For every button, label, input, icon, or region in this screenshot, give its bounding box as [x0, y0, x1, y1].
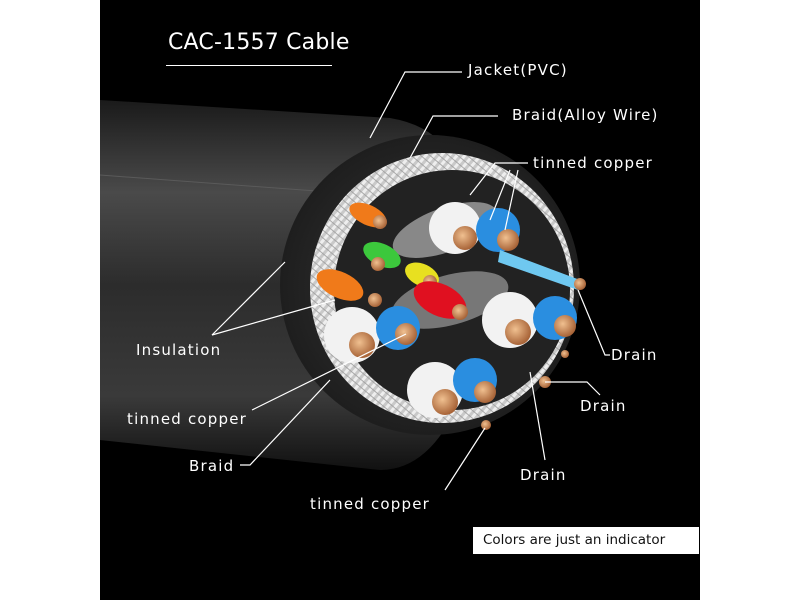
red-conductor — [413, 281, 468, 320]
orange-conductor — [349, 202, 387, 229]
label-insulation: Insulation — [136, 341, 222, 359]
label-braid: Braid — [189, 457, 235, 475]
title-underline — [166, 65, 332, 66]
colors-indicator-note: Colors are just an indicator — [473, 527, 699, 554]
label-braid-alloy-wire: Braid(Alloy Wire) — [512, 106, 659, 124]
label-tinned-copper-left: tinned copper — [127, 410, 248, 428]
cable-cross-section-illustration — [100, 71, 610, 491]
label-tinned-copper-bottom: tinned copper — [310, 495, 431, 513]
green-conductor — [363, 241, 401, 271]
label-drain-right: Drain — [611, 346, 658, 364]
label-drain-middle: Drain — [580, 397, 627, 415]
label-jacket: Jacket(PVC) — [468, 61, 568, 79]
pair-bottom — [407, 358, 497, 430]
label-drain-bottom: Drain — [520, 466, 567, 484]
orange-conductor-lower — [316, 269, 382, 307]
pair-left-middle — [324, 306, 420, 363]
label-tinned-copper-top: tinned copper — [533, 154, 654, 172]
leader-lines — [211, 71, 610, 491]
cable-diagram-panel: CAC-1557 Cable Jacket(PVC) Braid(Alloy W… — [100, 0, 700, 600]
drain-wire-right — [561, 350, 569, 358]
diagram-title: CAC-1557 Cable — [168, 30, 350, 55]
pair-right-middle — [482, 292, 577, 348]
pair-top-right — [429, 202, 586, 290]
